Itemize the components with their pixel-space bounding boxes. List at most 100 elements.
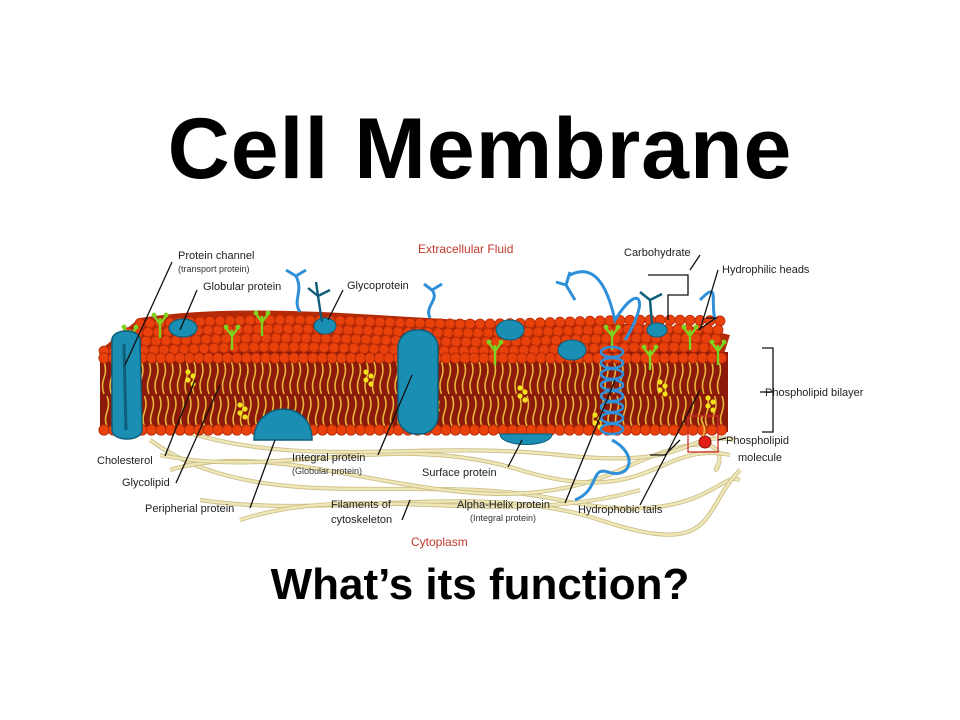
- cholesterol-molecule: [185, 369, 191, 375]
- hydrophilic-head: [440, 424, 452, 436]
- hydrophilic-head: [370, 334, 382, 346]
- hydrophilic-head: [326, 424, 338, 436]
- cholesterol-molecule: [190, 373, 196, 379]
- hydrophilic-head: [335, 424, 348, 436]
- hydrophilic-head: [380, 334, 392, 346]
- hydrophilic-head: [297, 352, 310, 364]
- protein-channel-label: Protein channel: [178, 250, 254, 262]
- hydrophobic-tail: [254, 395, 260, 427]
- glycolipid-sugar: [603, 324, 609, 330]
- hydrophilic-head: [292, 323, 304, 335]
- hydrophobic-tail: [274, 361, 279, 395]
- hydrophilic-head: [658, 424, 671, 436]
- hydrophilic-head: [482, 327, 494, 339]
- glycolipid-sprig: [683, 327, 697, 350]
- hydrophilic-head: [218, 342, 230, 354]
- glycolipid-sugar: [693, 324, 699, 330]
- hydrophilic-head: [310, 332, 322, 344]
- hydrophilic-head: [342, 324, 354, 336]
- hydrophilic-head: [204, 315, 216, 327]
- hydrophilic-head: [484, 318, 496, 330]
- hydrophilic-head: [468, 352, 481, 364]
- hydrophilic-head: [354, 316, 366, 327]
- cytoskeleton-filaments: [148, 428, 742, 537]
- hydrophobic-tail: [352, 395, 357, 427]
- peripheral-protein: [253, 408, 313, 441]
- hydrophilic-head: [434, 318, 446, 330]
- cholesterol-molecule: [710, 407, 716, 413]
- hydrophilic-head: [302, 323, 314, 335]
- hydrophobic-tail: [544, 361, 549, 395]
- hydrophobic-tail: [629, 395, 635, 427]
- hydrophilic-head: [250, 352, 262, 364]
- hydrophilic-head: [383, 352, 395, 364]
- hydrophilic-head: [282, 323, 294, 335]
- hydrophobic-tail: [581, 361, 587, 395]
- hydrophilic-head: [440, 352, 452, 364]
- hydrophobic-tail: [469, 361, 474, 395]
- hydrophilic-head: [316, 352, 329, 364]
- glycoprotein: [313, 317, 337, 335]
- hydrophilic-head: [193, 424, 205, 436]
- hydrophilic-head: [140, 335, 152, 347]
- hydrophilic-head: [345, 352, 357, 364]
- cholesterol-molecule: [522, 397, 528, 403]
- cholesterol-molecule: [237, 410, 243, 416]
- hydrophobic-tail: [719, 395, 725, 427]
- hydrophilic-head: [202, 324, 214, 336]
- hydrophobic-tail: [439, 361, 444, 395]
- hydrophobic-tail: [104, 395, 110, 427]
- glycolipid-sugar: [253, 310, 259, 316]
- cholesterol-molecule: [657, 387, 663, 393]
- protein-channel-pore: [122, 343, 128, 431]
- hydrophobic-tail: [499, 361, 504, 395]
- hydrophobic-tail: [569, 395, 575, 427]
- hydrophilic-head: [160, 335, 172, 347]
- hydrophilic-head: [224, 315, 236, 327]
- integral-protein: [397, 329, 439, 435]
- cholesterol-molecule: [705, 403, 711, 409]
- hydrophilic-head: [358, 343, 370, 354]
- hydrophobic-tail: [334, 361, 339, 395]
- hydrophobic-tail: [524, 395, 530, 427]
- integral-protein-sublabel: (Globular protein): [292, 466, 362, 476]
- hydrophobic-tail: [337, 395, 342, 427]
- integral-protein-label: Integral protein: [292, 452, 365, 464]
- hydrophilic-head: [592, 324, 604, 336]
- filament: [239, 488, 641, 522]
- hydrophilic-head: [535, 352, 547, 364]
- hydrophilic-heads-label: Hydrophilic heads: [722, 264, 810, 276]
- hydrophilic-head: [574, 316, 586, 327]
- hydrophilic-head: [460, 336, 472, 348]
- hydrophobic-tail: [322, 395, 327, 427]
- hydrophilic-head: [474, 318, 486, 330]
- hydrophilic-head: [506, 352, 519, 364]
- hydrophobic-tails-label: Hydrophobic tails: [578, 504, 663, 516]
- hydrophilic-head: [590, 333, 602, 345]
- hydrophobic-tail: [224, 395, 230, 427]
- hydrophilic-head: [630, 332, 642, 344]
- hydrophobic-tail: [461, 361, 467, 395]
- hydrophilic-head: [668, 352, 680, 364]
- hydrophobic-tail: [379, 361, 384, 395]
- hydrophilic-head: [564, 316, 576, 328]
- cholesterol-label: Cholesterol: [97, 455, 153, 467]
- hydrophobic-tail: [359, 395, 365, 427]
- extracellular-fluid-label: Extracellular Fluid: [418, 242, 513, 256]
- hydrophilic-head: [594, 315, 606, 327]
- hydrophilic-head: [572, 325, 584, 336]
- globular-protein: [168, 318, 198, 338]
- hydrophobic-tail: [349, 361, 354, 395]
- hydrophobic-tail: [514, 361, 519, 395]
- glycolipid-label: Glycolipid: [122, 477, 170, 489]
- hydrophilic-head: [364, 316, 376, 328]
- hydrophilic-head: [525, 352, 538, 364]
- hydrophilic-head: [220, 333, 232, 345]
- hydrophilic-head: [338, 342, 350, 354]
- hydrophilic-head: [350, 333, 362, 345]
- hydrophilic-head: [544, 352, 557, 364]
- hydrophilic-head: [98, 424, 110, 436]
- hydrophilic-head: [231, 352, 243, 364]
- hydrophobic-tail: [709, 361, 714, 395]
